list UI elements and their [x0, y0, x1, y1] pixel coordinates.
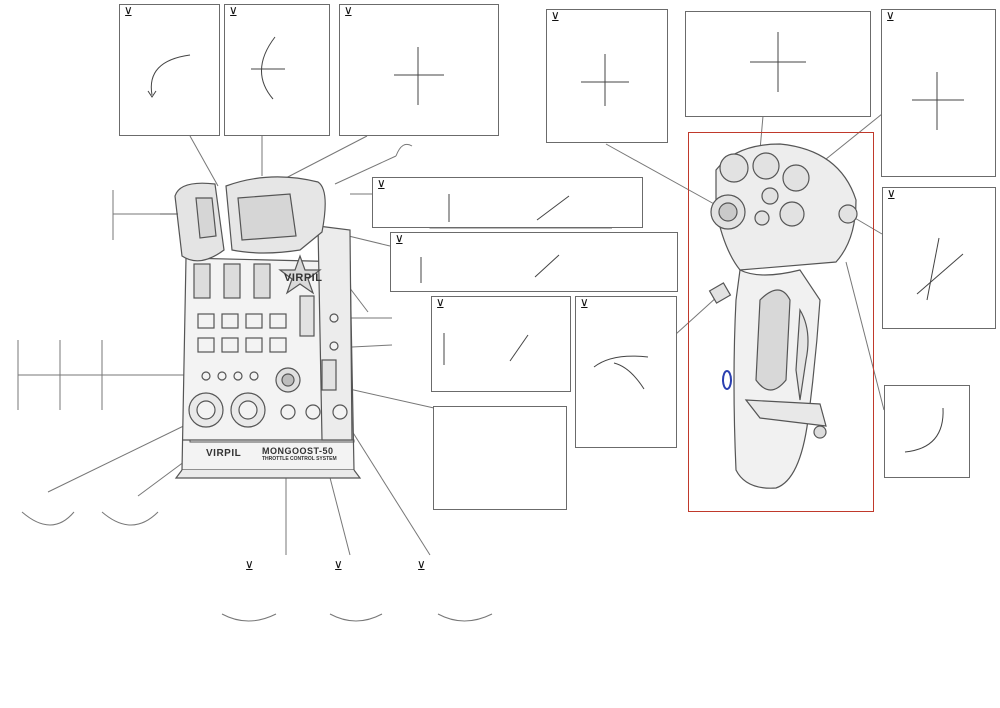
axis-curve — [443, 333, 529, 365]
axis-corner-icon: ⊻ — [417, 559, 426, 573]
axis-corner-icon: ⊻ — [580, 297, 589, 311]
axis-curve — [916, 237, 964, 301]
axis-corner-icon: ⊻ — [395, 233, 404, 247]
axis-box-1: ⊻ — [119, 4, 220, 136]
axis-corner-icon: ⊻ — [887, 188, 896, 202]
axis-box-6: ⊻ — [881, 9, 996, 177]
throttle-model-label: MONGOOST-50 — [262, 446, 334, 456]
axis-box-13 — [884, 385, 970, 478]
axis-cross — [581, 54, 629, 106]
axis-curve — [904, 407, 944, 453]
axis-corner-icon: ⊻ — [229, 5, 238, 19]
base-brand-label: VIRPIL — [206, 448, 242, 459]
axis-box-9: ⊻ — [431, 296, 571, 392]
axis-curve — [251, 36, 285, 100]
axis-box-7: ⊻ — [372, 177, 643, 228]
throttle-brand-label: VIRPIL — [284, 272, 323, 284]
axis-curve — [147, 54, 191, 98]
axis-curve — [420, 254, 560, 283]
axis-cross — [394, 47, 444, 105]
axis-corner-icon: ⊻ — [344, 5, 353, 19]
throttle-subtitle-label: THROTTLE CONTROL SYSTEM — [262, 456, 337, 462]
axis-corner-icon: ⊻ — [551, 10, 560, 24]
axis-corner-icon: ⊻ — [377, 178, 386, 192]
axis-box-8: ⊻ — [390, 232, 678, 292]
axis-box-2: ⊻ — [224, 4, 330, 136]
axis-box-5 — [685, 11, 871, 117]
axis-cross — [750, 32, 806, 92]
axis-box-4: ⊻ — [546, 9, 668, 143]
axis-box-11: ⊻ — [882, 187, 996, 329]
axis-corner-icon: ⊻ — [436, 297, 445, 311]
axis-curve — [593, 355, 649, 390]
axis-corner-icon: ⊻ — [124, 5, 133, 19]
axis-corner-icon: ⊻ — [886, 10, 895, 24]
axis-curve — [448, 194, 570, 222]
axis-box-10: ⊻ — [575, 296, 677, 448]
axis-corner-icon: ⊻ — [334, 559, 343, 573]
joystick-image-frame — [688, 132, 874, 512]
axis-box-3: ⊻ — [339, 4, 499, 136]
axis-corner-icon: ⊻ — [245, 559, 254, 573]
axis-box-12 — [433, 406, 567, 510]
axis-cross — [912, 72, 964, 130]
